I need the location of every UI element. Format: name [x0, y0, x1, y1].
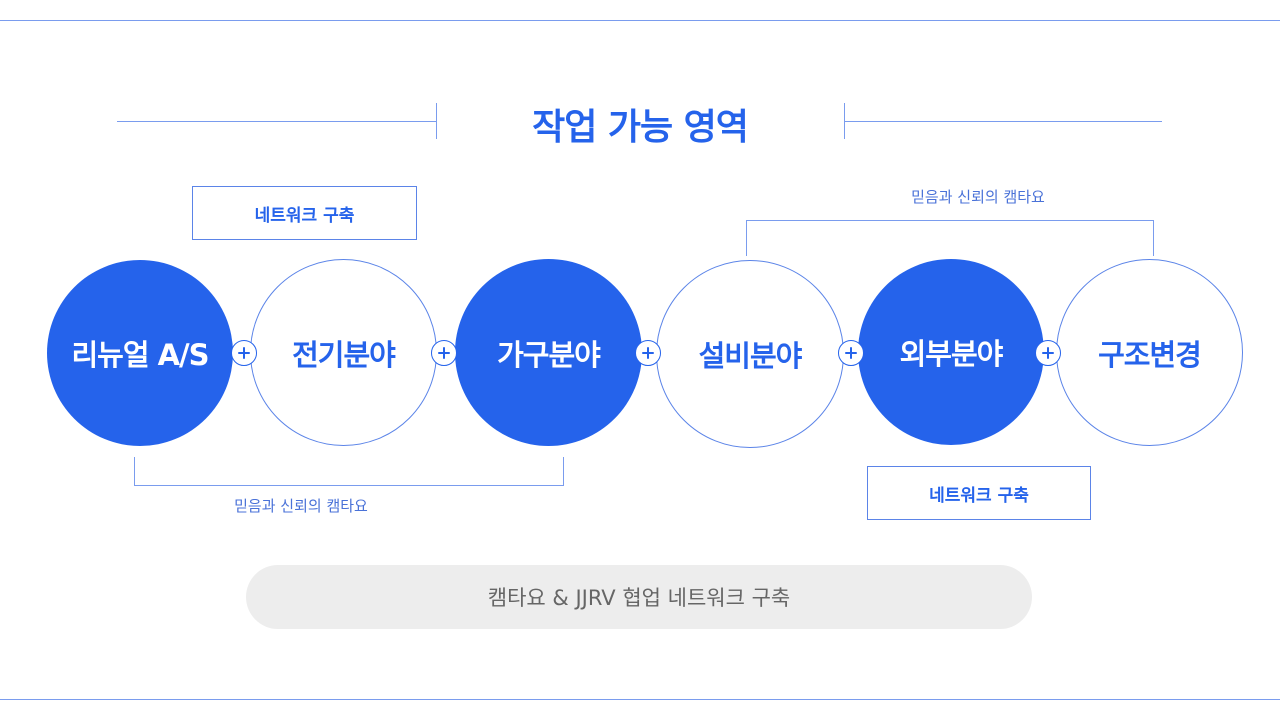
collaboration-pill: 캠타요 & JJRV 협업 네트워크 구축	[246, 565, 1032, 629]
bracket-bottom-horizontal	[134, 485, 564, 486]
bracket-top-right-leg	[1153, 220, 1154, 256]
bracket-bottom-left-leg	[134, 457, 135, 486]
plus-circle-icon	[635, 340, 661, 366]
circle-exterior: 외부분야	[858, 259, 1044, 445]
title-line-left	[117, 121, 437, 122]
network-box-bottom: 네트워크 구축	[867, 466, 1091, 520]
plus-circle-icon	[838, 340, 864, 366]
circle-structural: 구조변경	[1056, 259, 1243, 446]
plus-circle-icon	[231, 340, 257, 366]
circle-facilities: 설비분야	[656, 260, 844, 448]
trust-label-top: 믿음과 신뢰의 캠타요	[911, 188, 1045, 206]
circle-furniture: 가구분야	[455, 259, 642, 446]
bracket-bottom-right-leg	[563, 457, 564, 486]
top-rule	[0, 20, 1280, 21]
circle-electrical: 전기분야	[250, 259, 437, 446]
circle-renewal-as: 리뉴얼 A/S	[47, 260, 233, 446]
title-line-right	[844, 121, 1162, 122]
bracket-top-left-leg	[746, 220, 747, 256]
title-line-left-tick	[436, 103, 437, 139]
trust-label-bottom: 믿음과 신뢰의 캠타요	[234, 497, 368, 515]
plus-circle-icon	[431, 340, 457, 366]
bracket-top-horizontal	[746, 220, 1154, 221]
network-box-top: 네트워크 구축	[192, 186, 417, 240]
plus-circle-icon	[1035, 340, 1061, 366]
page-title: 작업 가능 영역	[532, 107, 749, 148]
bottom-rule	[0, 699, 1280, 700]
